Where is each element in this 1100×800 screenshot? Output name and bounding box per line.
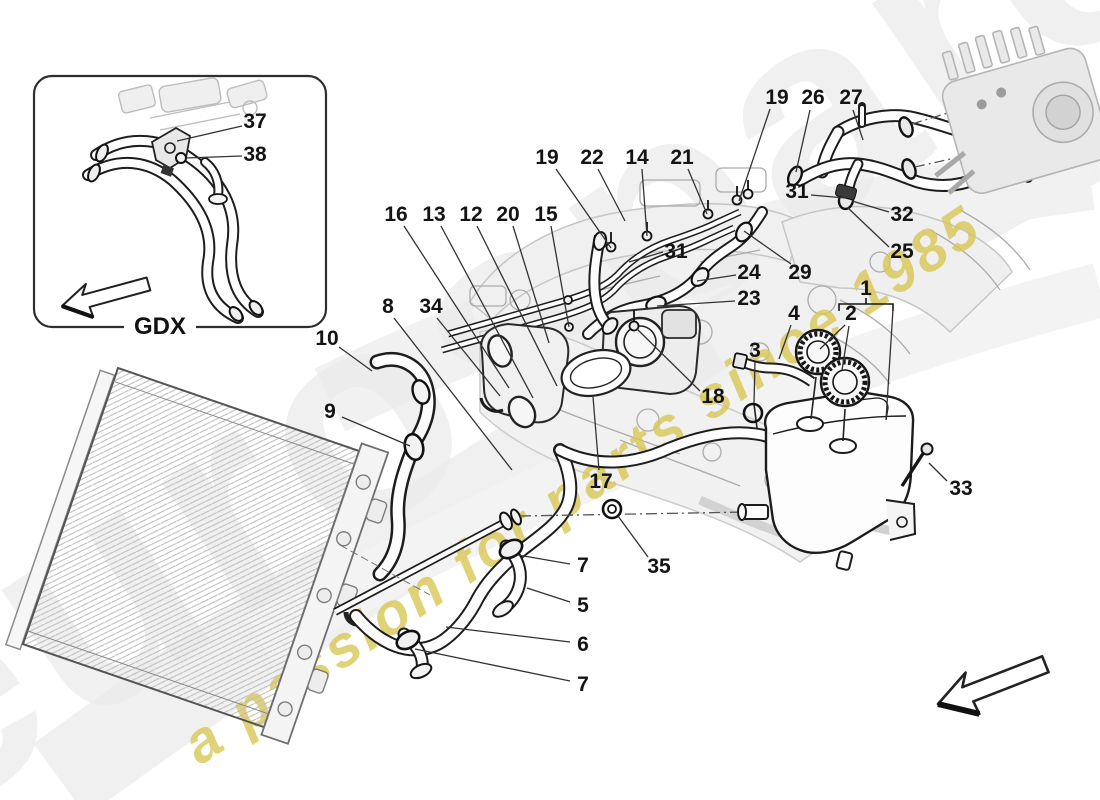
thermostat-throttle-cluster <box>479 231 702 429</box>
inset-box <box>32 74 328 329</box>
expansion-tank-drawing <box>732 298 934 571</box>
tank-bolt <box>900 442 934 487</box>
water-pipe-and-grommet <box>333 498 749 616</box>
heater-unit <box>934 25 1100 195</box>
inset-gdx-label: GDX <box>123 313 197 341</box>
direction-arrow-main <box>936 654 1050 717</box>
upper-radiator-hose <box>369 352 436 582</box>
group-bracket <box>838 298 894 311</box>
radiator-drawing <box>4 366 390 745</box>
direction-arrow-inset <box>60 276 152 319</box>
callout-leader-lines <box>176 108 948 682</box>
